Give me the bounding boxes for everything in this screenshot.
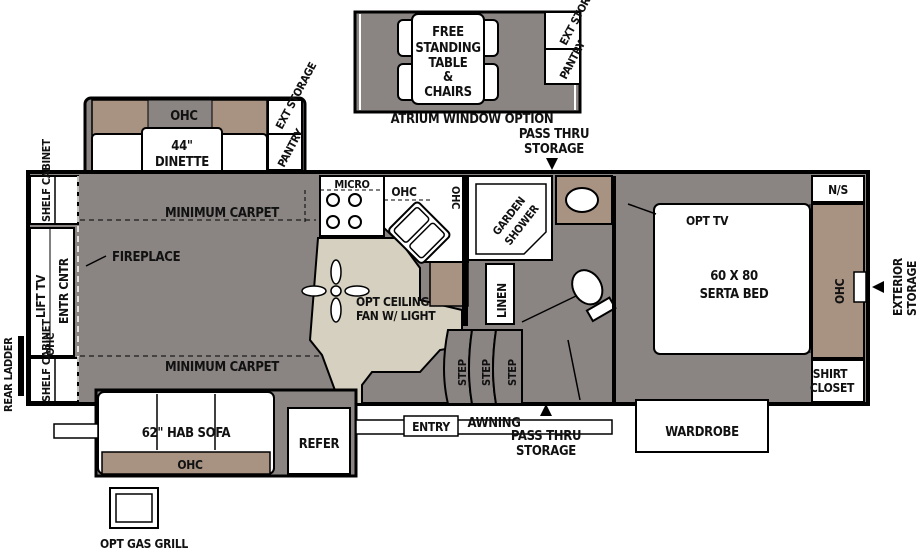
dinette-name-label: DINETTE — [155, 155, 209, 170]
ceiling-fan-label-2: FAN W/ LIGHT — [356, 309, 436, 323]
ceiling-fan-icon — [301, 259, 370, 323]
exterior-storage-label-1: EXTERIOR — [891, 257, 905, 316]
awning-label: AWNING — [467, 416, 520, 431]
atrium-option-label: ATRIUM WINDOW OPTION — [391, 112, 554, 127]
shelf-cabinet-bottom-label: SHELF CABINET — [40, 319, 53, 402]
pass-thru-top-label-1: PASS THRU — [519, 127, 589, 142]
table-label-4: & — [443, 70, 453, 85]
wardrobe-label: WARDROBE — [665, 425, 739, 440]
bed-label-2: SERTA BED — [700, 287, 769, 302]
shelf-cabinet-top-label: SHELF CABINET — [40, 139, 53, 222]
kitchen-ohc-side-label: OHC — [449, 186, 462, 209]
min-carpet-bottom-label: MINIMUM CARPET — [165, 360, 279, 375]
sofa-label: 62" HAB SOFA — [142, 426, 231, 441]
exterior-rail: ENTRY AWNING PASS THRU STORAGE — [53, 404, 613, 459]
step-label-1: STEP — [456, 359, 469, 386]
dinette-ohc-label: OHC — [170, 109, 197, 124]
refer-label: REFER — [299, 437, 340, 452]
ns-label: N/S — [828, 183, 848, 197]
min-carpet-top-label: MINIMUM CARPET — [165, 206, 279, 221]
entr-cntr-label: ENTR CNTR — [57, 257, 71, 324]
ceiling-fan-label-1: OPT CEILING — [356, 295, 429, 309]
opt-tv-label: OPT TV — [686, 214, 729, 228]
sofa-slideout: 62" HAB SOFA OHC REFER OPT GAS GRILL — [94, 388, 358, 551]
kitchen-ohc-label: OHC — [391, 185, 417, 199]
fireplace-label: FIREPLACE — [112, 250, 181, 265]
linen-label: LINEN — [495, 283, 509, 318]
step-label-2: STEP — [480, 359, 493, 386]
shirt-closet-label-1: SHIRT — [813, 367, 848, 381]
rear-wall-cabinets: SHELF CABINET LIFT TV ENTR CNTR OHC SHEL… — [2, 139, 79, 412]
kitchen: MICRO OHC OHC OPT CEILING FAN W/ LIGHT — [301, 175, 469, 323]
step-label-3: STEP — [506, 359, 519, 386]
table-label-3: TABLE — [429, 56, 468, 71]
table-label-1: FREE — [432, 25, 464, 40]
micro-label: MICRO — [334, 178, 369, 191]
dinette-size-label: 44" — [171, 139, 192, 154]
entry-steps: STEP STEP STEP — [443, 329, 523, 405]
bathroom: GARDEN SHOWER LINEN PASS THRU STORAGE — [462, 127, 617, 404]
gas-grill-label: OPT GAS GRILL — [100, 537, 188, 551]
table-label-5: CHAIRS — [424, 85, 471, 100]
pass-thru-bottom-label-1: PASS THRU — [511, 429, 581, 444]
sofa-ohc-label: OHC — [177, 458, 203, 472]
ohc-left-label: OHC — [44, 333, 57, 356]
minimum-carpet: MINIMUM CARPET MINIMUM CARPET FIREPLACE — [80, 190, 322, 375]
atrium-window-option: FREE STANDING TABLE & CHAIRS EXT STORAGE… — [353, 0, 604, 127]
shirt-closet-label-2: CLOSET — [810, 381, 855, 395]
exterior-storage-label-2: STORAGE — [905, 261, 919, 316]
bed-label-1: 60 X 80 — [710, 269, 758, 284]
pass-thru-top-label-2: STORAGE — [524, 142, 584, 157]
bedroom-ohc-label: OHC — [833, 278, 847, 304]
rear-ladder-label: REAR LADDER — [2, 337, 15, 412]
bedroom: N/S OHC SHIRT CLOSET 60 X 80 SERTA BED O… — [627, 175, 919, 453]
lift-tv-label: LIFT TV — [34, 274, 48, 318]
table-label-2: STANDING — [415, 41, 480, 56]
entry-label: ENTRY — [412, 420, 450, 434]
pass-thru-bottom-label-2: STORAGE — [516, 444, 576, 459]
